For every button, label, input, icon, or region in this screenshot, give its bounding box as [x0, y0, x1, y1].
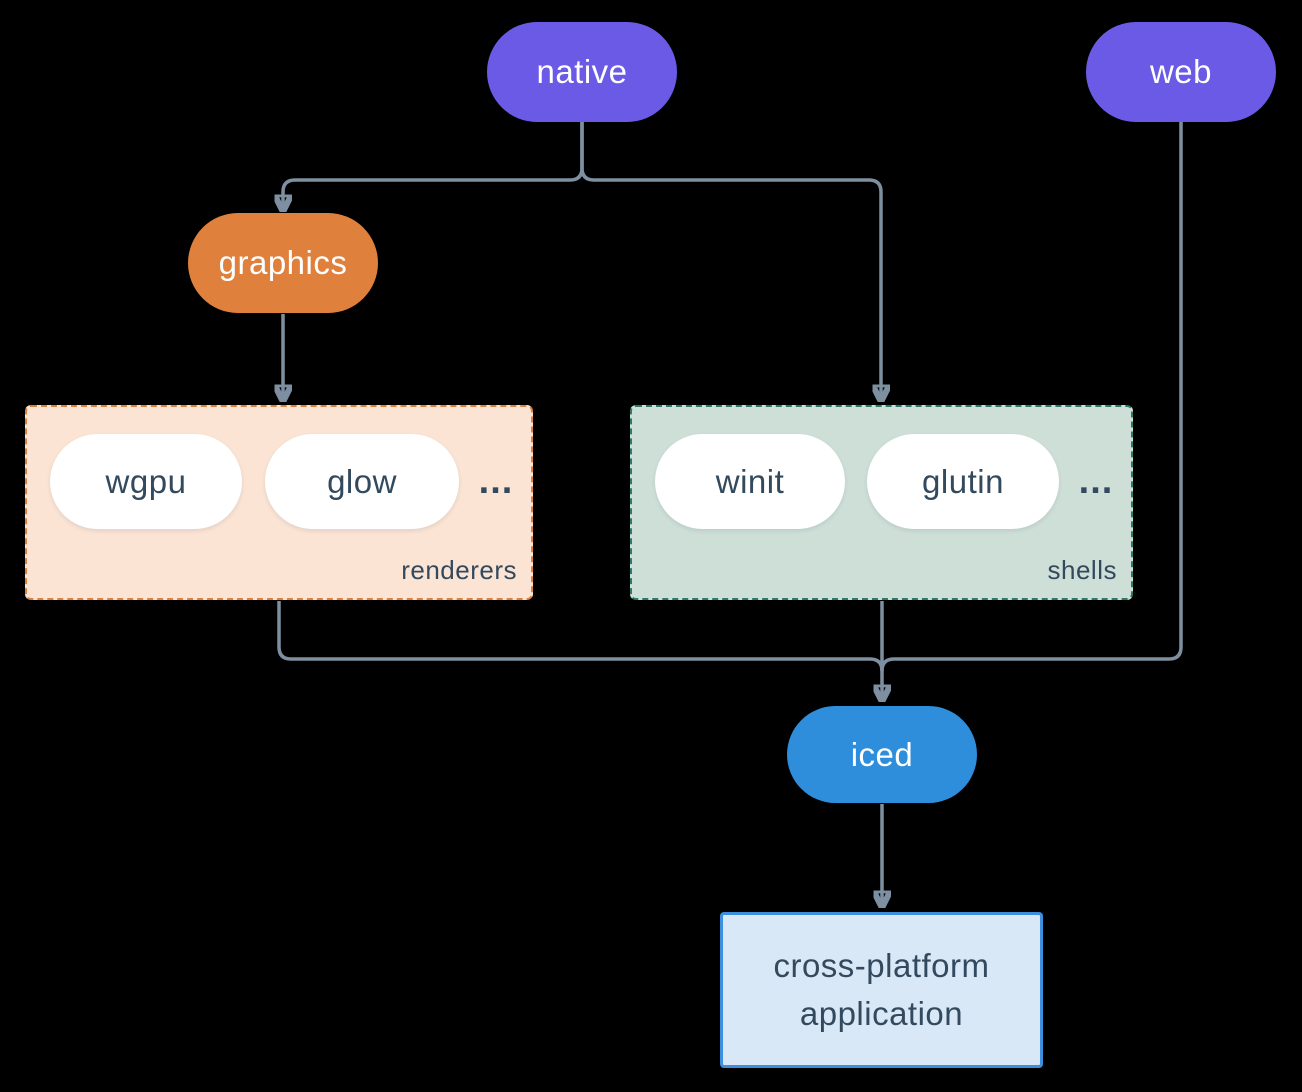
renderers-ellipsis: ...: [478, 460, 514, 502]
shells-group-label: shells: [1047, 555, 1117, 585]
node-cross-platform-application: cross-platform application: [720, 912, 1043, 1068]
renderers-group-label: renderers: [401, 555, 517, 585]
node-winit: winit: [655, 434, 845, 529]
group-shells: winit glutin ... shells: [630, 405, 1133, 600]
edge-native-graphics: [283, 122, 584, 210]
shells-ellipsis: ...: [1078, 460, 1114, 502]
node-wgpu: wgpu: [50, 434, 242, 529]
node-glow: glow: [265, 434, 459, 529]
group-renderers: wgpu glow ... renderers: [25, 405, 533, 600]
edge-renderers-iced: [277, 601, 884, 672]
node-glutin: glutin: [867, 434, 1059, 529]
edge-native-shells: [580, 122, 881, 400]
node-native: native: [487, 22, 677, 122]
node-graphics: graphics: [188, 213, 378, 313]
node-iced: iced: [787, 706, 977, 803]
node-web: web: [1086, 22, 1276, 122]
